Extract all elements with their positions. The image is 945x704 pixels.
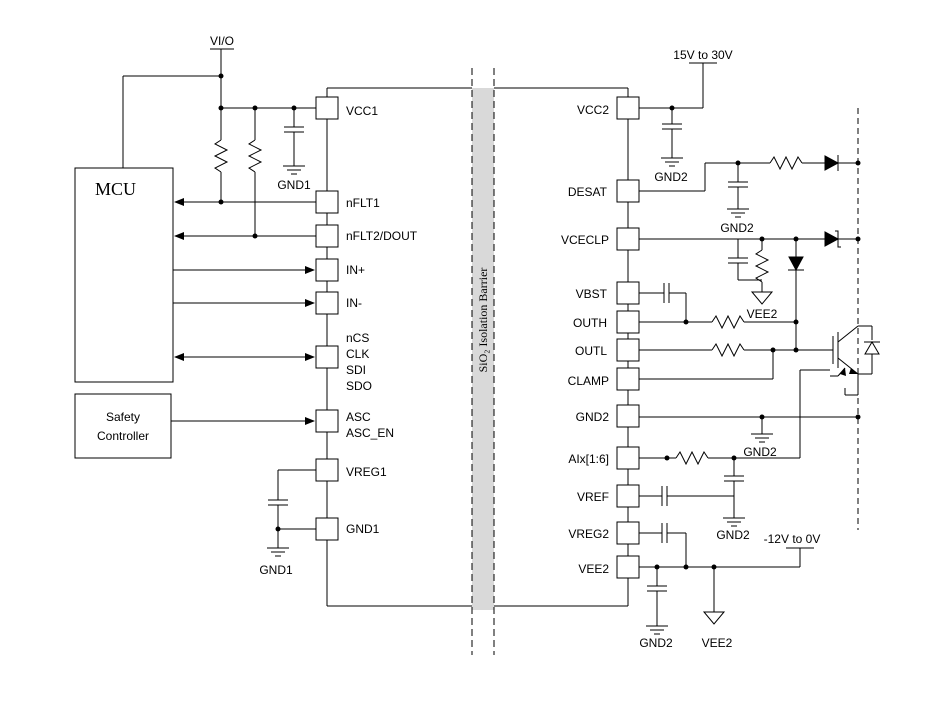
pin-vceclp [616,227,640,251]
pin-vref [616,484,640,508]
pin-vee2 [616,555,640,579]
vreg1-capacitor: GND1 [259,469,316,577]
right-pins: VCC2 DESAT VCECLP VBST OUTH OUTL CLAMP G… [561,96,640,579]
pin-sdo-label: SDO [346,379,372,393]
pin-vreg1 [315,458,339,482]
vee2-label-vceclp: VEE2 [747,307,778,321]
pin-clamp [616,367,640,391]
pin-outh [616,310,640,334]
pin-ncs-label: nCS [346,331,369,345]
vio-label: VI/O [210,34,234,48]
pin-vref-label: VREF [577,490,609,504]
barrier-label: SiO₂ Isolation Barrier [476,268,490,373]
pin-vcc2 [616,96,640,120]
pin-clk-label: CLK [346,347,369,361]
pin-vcc2-label: VCC2 [577,103,609,117]
vee2-network: -12V to 0V GND2 VEE2 [639,532,820,650]
gnd2-label-aix: GND2 [716,528,750,542]
pin-sdi-label: SDI [346,363,366,377]
gnd1-label-bottom: GND1 [259,563,293,577]
pin-vceclp-label: VCECLP [561,233,609,247]
pin-asc-en-label: ASC_EN [346,426,394,440]
pin-outl-label: OUTL [575,344,607,358]
pullup-resistor-nflt2 [247,108,263,236]
safety-controller-line1: Safety [106,410,140,424]
gate-drive-network [639,283,833,380]
pin-vreg1-label: VREG1 [346,465,387,479]
pin-in-plus [315,258,339,282]
desat-network: GND2 [639,155,861,235]
pin-aix-label: AIx[1:6] [568,452,609,466]
pin-vbst [616,281,640,305]
vio-supply: VI/O GND1 [122,34,316,236]
vceclp-network: VEE2 [639,230,861,322]
gnd2-label-vcc2: GND2 [654,170,688,184]
pin-in-minus [315,291,339,315]
pin-desat [616,179,640,203]
pin-spi [315,345,339,369]
safety-controller-line2: Controller [97,429,149,443]
aix-network: GND2 [639,369,830,542]
pin-vreg2 [616,521,640,545]
igbt-symbol [830,108,880,530]
pullup-resistor-nflt1 [213,108,229,202]
pin-nflt1-label: nFLT1 [346,196,380,210]
left-pins: VCC1 nFLT1 nFLT2/DOUT IN+ IN- nCS CLK SD… [315,96,418,541]
gnd2-network: GND2 [639,414,861,459]
pin-outh-label: OUTH [573,316,607,330]
vcc1-bypass-capacitor [283,108,305,175]
mcu-signal-lines [171,198,316,425]
pin-asc [315,409,339,433]
pin-nflt2-label: nFLT2/DOUT [346,229,418,243]
vcc2-supply: 15V to 30V GND2 [639,48,733,184]
pin-vcc1-label: VCC1 [346,104,378,118]
pin-in-plus-label: IN+ [346,263,365,277]
pin-in-minus-label: IN- [346,296,362,310]
gnd1-label-top: GND1 [277,178,311,192]
pin-vee2-label: VEE2 [578,562,609,576]
pin-vreg2-label: VREG2 [568,527,609,541]
isolation-barrier: SiO₂ Isolation Barrier [471,68,495,655]
pin-vbst-label: VBST [576,287,608,301]
pin-gnd1-label: GND1 [346,522,380,536]
pin-clamp-label: CLAMP [568,374,609,388]
pin-asc-label: ASC [346,410,371,424]
pin-nflt2 [315,224,339,248]
safety-controller-block: Safety Controller [74,393,172,459]
gnd2-label-main: GND2 [743,445,777,459]
vee2-label-bottom: VEE2 [702,636,733,650]
pin-outl [616,338,640,362]
pin-aix [616,446,640,470]
gnd2-label-desat: GND2 [720,221,754,235]
vee2-supply-label: -12V to 0V [764,532,821,546]
pin-gnd1 [315,517,339,541]
vcc2-supply-label: 15V to 30V [673,48,732,62]
pin-desat-label: DESAT [568,185,608,199]
vref-vreg2-network [639,486,734,567]
mcu-label: MCU [95,179,136,199]
gnd2-label-vee2: GND2 [639,636,673,650]
pin-gnd2-label: GND2 [576,410,610,424]
pin-vcc1 [315,96,339,120]
pin-gnd2 [616,404,640,428]
pin-nflt1 [315,190,339,214]
mcu-block: MCU [74,167,174,383]
